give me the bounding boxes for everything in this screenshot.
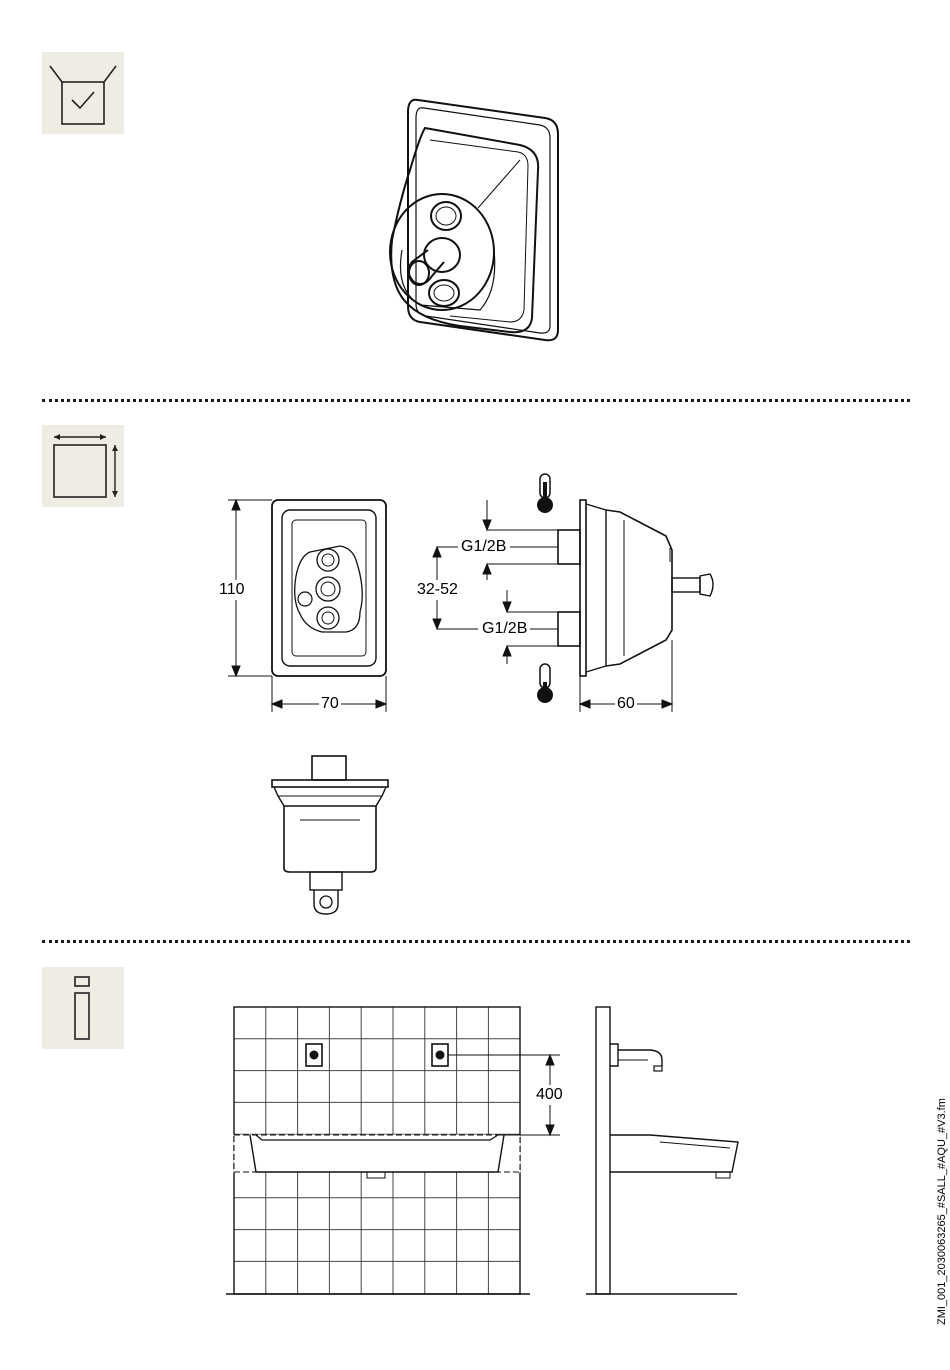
installation-height-label: 400 <box>536 1085 563 1105</box>
document-id: ZMI_001_2030063265_#SALL_#AQU_#V3.fm <box>936 1098 948 1325</box>
